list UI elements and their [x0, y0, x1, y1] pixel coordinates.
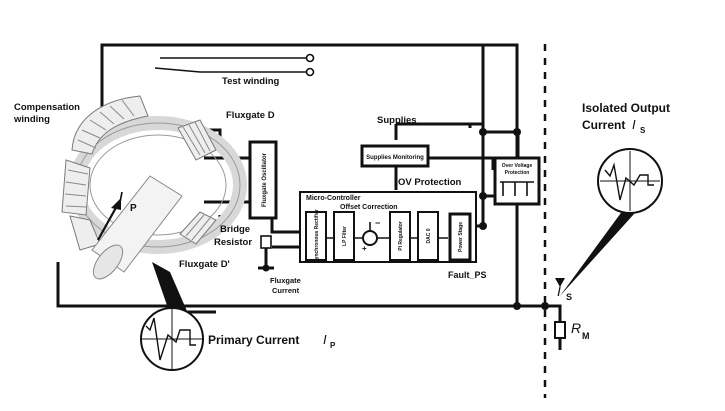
- supplies-monitoring-block: Supplies Monitoring: [360, 144, 430, 168]
- junction-dot: [513, 302, 521, 310]
- summing-junction: [362, 230, 378, 246]
- ov-protection-label: OV Protection: [398, 177, 462, 188]
- fluxgate-current-label-1: Fluxgate: [270, 276, 301, 285]
- power-stage-label: Power Stage: [458, 222, 464, 252]
- pi-regulator-block: [389, 211, 411, 261]
- lp-filter-block: [333, 211, 355, 261]
- sync-rectifier-block: [305, 211, 327, 261]
- primary-current-scope: [140, 262, 204, 371]
- over-voltage-protection-block: Over Voltage Protection: [493, 156, 541, 206]
- is-symbol: I: [557, 283, 561, 299]
- dac-label: DAC 0: [426, 228, 432, 243]
- bridge-resistor-label-2: Resistor: [214, 237, 252, 248]
- junction-dot: [479, 128, 487, 136]
- sensor-head: I P: [61, 95, 247, 280]
- terminal: [305, 67, 315, 77]
- micro-controller-block: Micro-Controller Offset Correction Synch…: [299, 191, 477, 263]
- isolated-output-label-2: Current: [582, 118, 625, 132]
- fluxgate-d-label: Fluxgate D: [226, 110, 275, 121]
- supplies-monitoring-label: Supplies Monitoring: [366, 155, 424, 161]
- ip-symbol: I: [118, 189, 123, 209]
- ip-subscript: P: [130, 203, 137, 214]
- primary-conductor: [91, 175, 183, 280]
- supplies-label: Supplies: [377, 115, 417, 126]
- power-stage-block: Power Stage: [448, 212, 472, 262]
- over-voltage-label-2: Protection: [505, 170, 530, 176]
- compensation-winding-label-1: Compensation: [14, 102, 80, 113]
- test-winding-label: Test winding: [222, 76, 280, 87]
- fluxgate-d-prime-label: Fluxgate D': [179, 259, 230, 270]
- rm-symbol: R: [571, 320, 581, 336]
- fluxgate-d-coil: [177, 119, 217, 161]
- over-voltage-label-1: Over Voltage: [502, 163, 533, 169]
- sync-rectifier-label: Synchronous Rectifier: [314, 209, 320, 262]
- primary-current-ip-subscript: P: [330, 341, 336, 350]
- isolated-output-scope: [560, 148, 663, 296]
- primary-current-label: Primary Current: [208, 333, 299, 347]
- primary-current-ip-symbol: I: [323, 332, 327, 347]
- compensation-winding-label-2: winding: [13, 114, 50, 125]
- micro-controller-label: Micro-Controller: [306, 195, 361, 202]
- bridge-resistor: [260, 235, 272, 249]
- dac-block: [417, 211, 439, 261]
- junction-dot: [262, 264, 270, 272]
- fluxgate-d-prime-coil: [179, 211, 217, 245]
- is-subscript: S: [566, 292, 572, 302]
- junction-dots: [262, 53, 549, 310]
- rm-subscript: M: [582, 331, 590, 341]
- isolated-output-is-symbol: I: [632, 117, 636, 132]
- lp-filter-label: LP Filter: [342, 226, 348, 246]
- isolated-output-is-subscript: S: [640, 126, 646, 135]
- terminal: [305, 53, 315, 63]
- fluxgate-oscillator-block: Fluxgate Oscillator: [248, 140, 278, 220]
- fluxgate-oscillator-label: Fluxgate Oscillator: [262, 152, 268, 207]
- sum-plus: +: [362, 244, 367, 253]
- burden-resistor: [554, 321, 566, 339]
- fluxgate-current-label-2: Current: [272, 286, 300, 295]
- fault-ps-label: Fault_PS: [448, 270, 487, 280]
- junction-dot: [513, 128, 521, 136]
- bridge-resistor-label-1: Bridge: [220, 224, 250, 235]
- isolated-output-label-1: Isolated Output: [582, 101, 670, 115]
- junction-dot: [479, 222, 487, 230]
- pi-regulator-label: PI Regulator: [398, 221, 404, 251]
- sum-minus: −: [375, 218, 380, 228]
- offset-correction-label: Offset Correction: [340, 204, 398, 211]
- junction-dot: [479, 192, 487, 200]
- compensation-winding-coil: [61, 95, 149, 251]
- primary-current-arrow: [97, 203, 119, 241]
